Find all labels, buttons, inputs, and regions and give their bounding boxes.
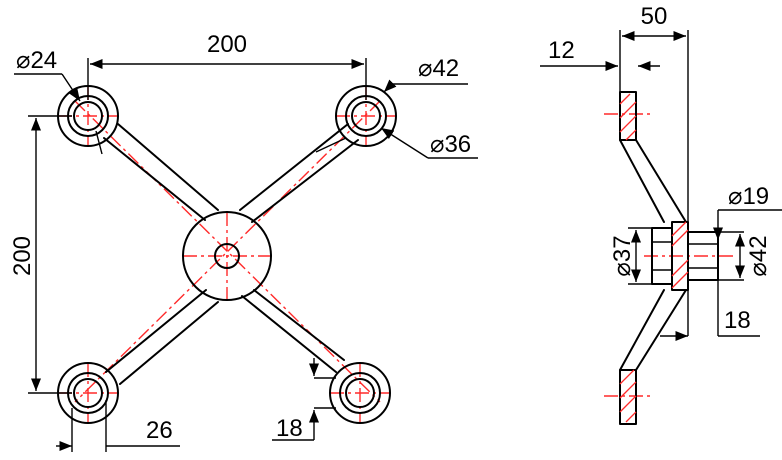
dim-text-dia-24: ⌀24 [16,47,57,74]
front-view: 200 200 ⌀24 ⌀42 ⌀36 [9,31,478,452]
dimension-diameter-42-side: ⌀42 [718,231,772,281]
dim-text-12: 12 [548,37,575,64]
dim-text-50: 50 [641,3,668,30]
dim-text-dia-19: ⌀19 [728,183,769,210]
dim-text-dia-37: ⌀37 [609,235,636,276]
dimension-diameter-24: ⌀24 [14,47,103,155]
dimension-diameter-37: ⌀37 [609,227,652,285]
dimension-depth-50: 50 [619,3,689,222]
dim-text-18-side: 18 [724,307,751,334]
dimension-horizontal-200: 200 [87,31,367,100]
corner-pad-bottom-right [329,362,391,424]
dimension-length-18-side: 18 [660,280,760,342]
dimension-width-26: 26 [56,400,180,452]
section-hatching [619,93,689,423]
dim-text-200-vertical: 200 [9,236,36,276]
side-centerlines [604,113,736,397]
dimension-diameter-36: ⌀36 [380,127,478,159]
dimension-thickness-18: 18 [272,358,336,442]
dimension-vertical-200: 200 [9,115,72,394]
side-view: 50 12 ⌀37 ⌀19 ⌀42 [540,3,782,425]
side-profile [619,91,719,425]
dim-text-dia-36: ⌀36 [430,131,471,158]
dim-text-dia-42: ⌀42 [418,55,459,82]
dimension-diameter-42: ⌀42 [315,55,468,153]
spider-body [103,123,359,385]
dim-text-26: 26 [146,417,173,444]
dim-text-dia-42-side: ⌀42 [745,235,772,276]
dimension-diameter-19: ⌀19 [712,183,782,240]
dimension-thickness-12: 12 [540,37,660,72]
dim-text-18-front: 18 [276,415,303,442]
dim-text-200-horizontal: 200 [207,31,247,58]
